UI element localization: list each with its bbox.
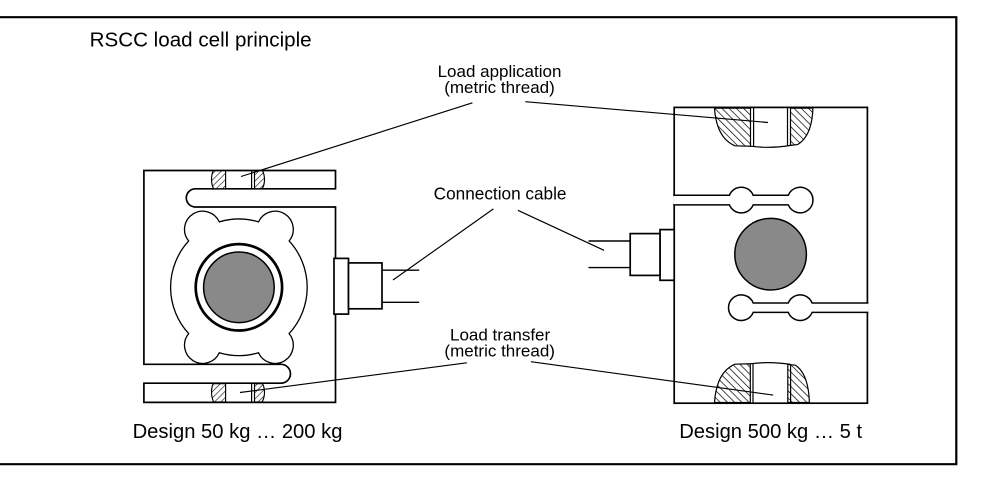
svg-text:(metric thread): (metric thread): [444, 342, 555, 361]
svg-text:RSCC load cell principle: RSCC load cell principle: [90, 29, 312, 52]
svg-text:Load application: Load application: [438, 62, 562, 81]
svg-text:Design 50 kg … 200 kg: Design 50 kg … 200 kg: [133, 421, 343, 443]
svg-text:Connection cable: Connection cable: [434, 183, 567, 203]
svg-text:(metric thread): (metric thread): [444, 78, 555, 97]
svg-text:Design 500 kg … 5 t: Design 500 kg … 5 t: [679, 421, 862, 443]
svg-text:Load transfer: Load transfer: [450, 326, 551, 345]
